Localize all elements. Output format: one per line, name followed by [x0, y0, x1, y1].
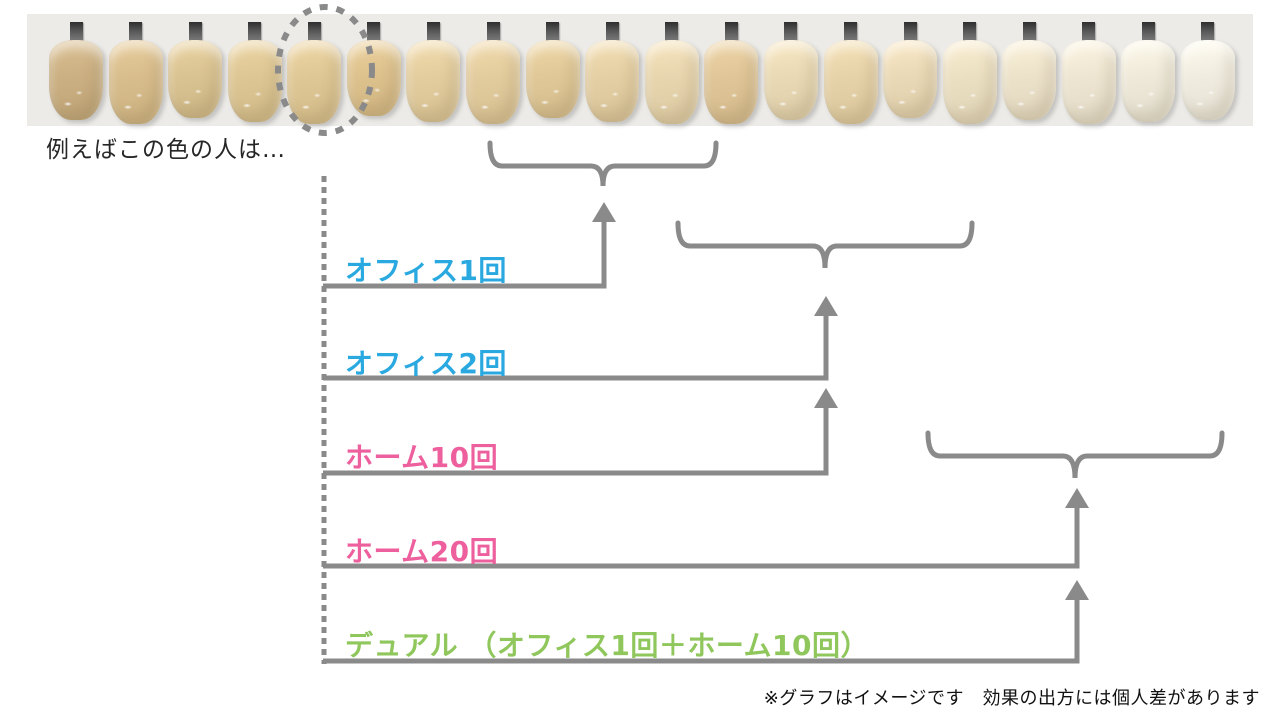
- tooth-shade-swatch-14: [822, 14, 880, 124]
- tooth-crown: [49, 40, 103, 120]
- disclaimer-note: ※グラフはイメージです 効果の出方には個人差があります: [763, 688, 1260, 709]
- tooth-shade-swatch-12: [702, 14, 760, 124]
- tooth-shade-swatch-20: [1179, 14, 1237, 120]
- tooth-shade-swatch-17: [1000, 14, 1058, 120]
- tooth-crown: [704, 40, 759, 124]
- connector-home-20-arrowhead: [1065, 488, 1089, 508]
- tooth-shade-swatch-18: [1060, 14, 1118, 124]
- tooth-crown: [525, 40, 580, 118]
- treatment-label-office-2: オフィス2回: [345, 347, 507, 380]
- tooth-shade-swatch-2: [107, 14, 165, 124]
- tooth-shade-swatch-9: [524, 14, 582, 118]
- shade-guide-photo: [27, 14, 1253, 126]
- connector-office-1-arrowhead: [592, 202, 616, 222]
- tooth-crown: [1121, 40, 1176, 122]
- tooth-crown: [942, 40, 997, 124]
- tooth-crown: [1061, 40, 1116, 124]
- tooth-shade-swatch-10: [583, 14, 641, 122]
- tooth-crown: [644, 40, 699, 124]
- tooth-crown: [1002, 40, 1057, 120]
- tooth-shade-swatch-19: [1119, 14, 1177, 122]
- tooth-shade-swatch-11: [643, 14, 701, 124]
- connector-office-2-arrowhead: [814, 296, 838, 316]
- example-shade-caption: 例えばこの色の人は…: [46, 137, 286, 163]
- connector-home-20: [323, 506, 1080, 569]
- result-range-brace-2: [675, 220, 975, 269]
- tooth-shade-swatch-16: [941, 14, 999, 124]
- connector-office-2: [323, 314, 829, 381]
- selected-shade-dotted-circle: [275, 4, 375, 136]
- treatment-label-home-10: ホーム10回: [345, 441, 499, 474]
- result-range-brace-1: [487, 140, 719, 187]
- connector-home-10-arrowhead: [814, 388, 838, 408]
- connector-dual: [323, 598, 1080, 664]
- tooth-crown: [466, 40, 521, 124]
- treatment-label-home-20: ホーム20回: [345, 535, 499, 568]
- tooth-shade-swatch-5: [285, 14, 343, 124]
- tooth-shade-swatch-8: [464, 14, 522, 124]
- tooth-crown: [287, 40, 342, 124]
- connector-dual-arrowhead: [1065, 580, 1089, 600]
- tooth-shade-swatch-13: [762, 14, 820, 120]
- tooth-crown: [585, 40, 640, 122]
- treatment-label-office-1: オフィス1回: [345, 254, 507, 287]
- treatment-label-dual: デュアル （オフィス1回＋ホーム10回）: [345, 629, 869, 662]
- tooth-crown: [823, 40, 878, 124]
- tooth-crown: [883, 40, 938, 118]
- tooth-shade-swatch-3: [166, 14, 224, 118]
- connector-office-1: [323, 220, 607, 289]
- tooth-shade-swatch-1: [47, 14, 105, 120]
- tooth-crown: [108, 40, 163, 124]
- tooth-crown: [406, 40, 461, 122]
- tooth-crown: [763, 40, 818, 120]
- result-range-brace-3: [925, 430, 1225, 479]
- tooth-crown: [227, 40, 282, 122]
- tooth-crown: [1180, 40, 1235, 120]
- tooth-shade-swatch-15: [881, 14, 939, 118]
- tooth-shade-swatch-7: [404, 14, 462, 122]
- connector-home-10: [323, 406, 829, 476]
- tooth-shade-swatch-4: [226, 14, 284, 122]
- tooth-crown: [168, 40, 223, 118]
